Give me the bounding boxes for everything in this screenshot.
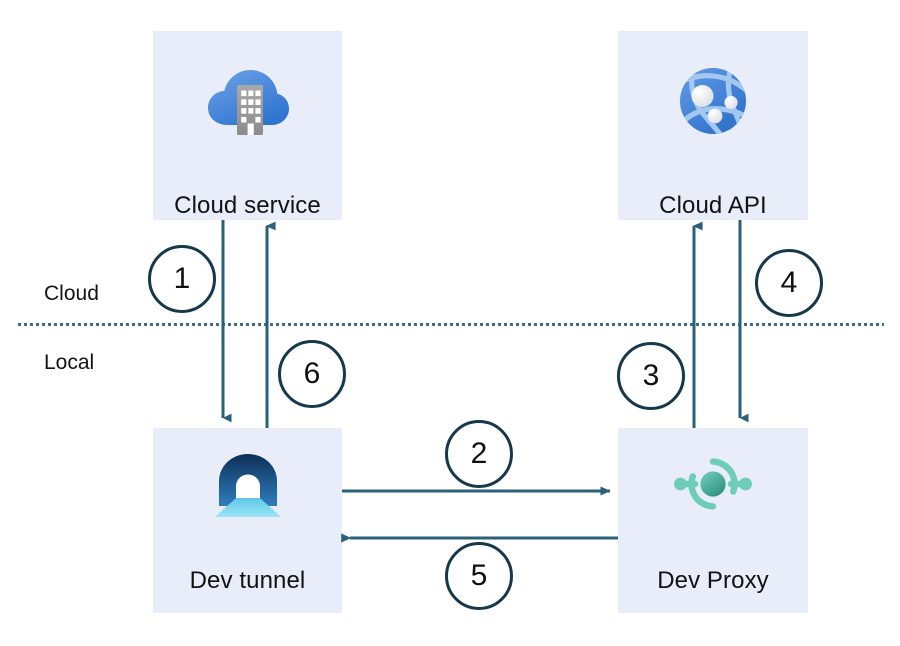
cloud-local-boundary-divider — [18, 323, 884, 326]
node-label-cloud-service: Cloud service — [174, 192, 321, 219]
proxy-node-icon — [618, 454, 808, 514]
cloud-building-icon — [153, 63, 342, 137]
step-badge-6[interactable]: 6 — [278, 340, 346, 408]
zone-label-cloud: Cloud — [44, 282, 99, 305]
step-badge-5[interactable]: 5 — [445, 542, 513, 610]
node-dev-proxy[interactable]: Dev Proxy — [618, 428, 808, 613]
node-cloud-service[interactable]: Cloud service — [153, 31, 342, 220]
step-badge-1[interactable]: 1 — [148, 245, 216, 313]
node-cloud-api[interactable]: Cloud API — [618, 31, 808, 220]
zone-label-local: Local — [44, 351, 95, 374]
globe-network-icon — [618, 63, 808, 139]
node-dev-tunnel[interactable]: Dev tunnel — [153, 428, 342, 613]
step-badge-4[interactable]: 4 — [755, 249, 823, 317]
node-label-dev-proxy: Dev Proxy — [657, 567, 769, 594]
tunnel-icon — [153, 454, 342, 518]
step-badge-2[interactable]: 2 — [445, 420, 513, 488]
step-badge-3[interactable]: 3 — [617, 342, 685, 410]
node-label-cloud-api: Cloud API — [659, 192, 767, 219]
node-label-dev-tunnel: Dev tunnel — [189, 567, 306, 594]
